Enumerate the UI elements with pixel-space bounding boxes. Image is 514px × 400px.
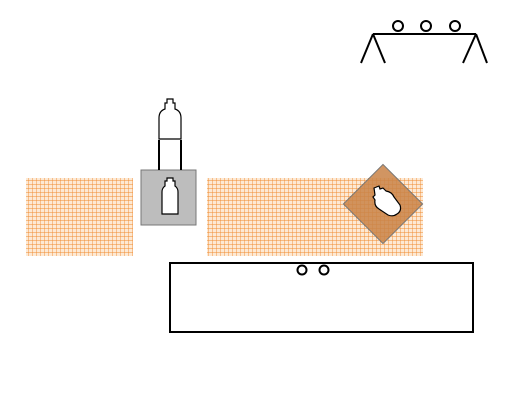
roller-circle (392, 20, 404, 32)
roller-circle (420, 20, 432, 32)
rotated-bottle-icon (372, 185, 402, 217)
roller-circle (449, 20, 461, 32)
bottle-icon (158, 98, 182, 140)
roller-circle (296, 264, 308, 276)
roller-circle (318, 264, 330, 276)
grid-panel-left (26, 178, 133, 256)
gray-square-panel (140, 169, 197, 226)
table-frame-icon (360, 20, 488, 64)
rotated-square-overlay (342, 163, 424, 245)
bottle-in-square-icon (161, 177, 179, 215)
belt-frame (169, 262, 474, 333)
